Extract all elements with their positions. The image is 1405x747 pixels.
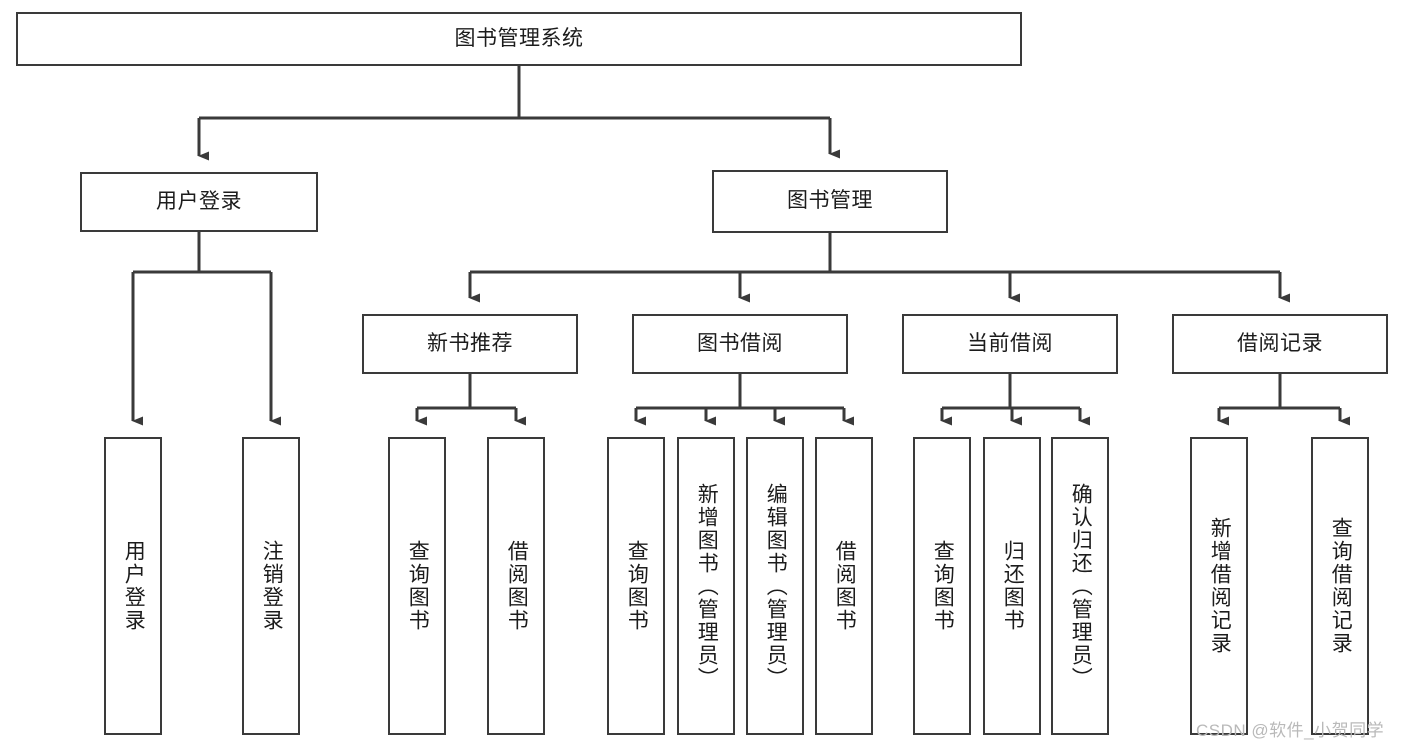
leaf-query-book-1[interactable]: 查询图书 xyxy=(388,437,446,735)
node-borrow-record[interactable]: 借阅记录 xyxy=(1172,314,1388,374)
leaf-return-book[interactable]: 归还图书 xyxy=(983,437,1041,735)
node-current-borrow[interactable]: 当前借阅 xyxy=(902,314,1118,374)
leaf-user-logout[interactable]: 注销登录 xyxy=(242,437,300,735)
leaf-user-login-label: 用户登录 xyxy=(122,540,146,632)
leaf-user-login[interactable]: 用户登录 xyxy=(104,437,162,735)
leaf-query-book-2-label: 查询图书 xyxy=(625,540,649,632)
leaf-user-logout-label: 注销登录 xyxy=(260,540,284,632)
leaf-add-book-label: 新增图书（管理员） xyxy=(695,482,719,690)
node-book-manage[interactable]: 图书管理 xyxy=(712,170,948,233)
leaf-confirm-return[interactable]: 确认归还（管理员） xyxy=(1051,437,1109,735)
leaf-query-book-1-label: 查询图书 xyxy=(406,540,430,632)
leaf-edit-book[interactable]: 编辑图书（管理员） xyxy=(746,437,804,735)
node-current-borrow-label: 当前借阅 xyxy=(967,331,1053,355)
leaf-borrow-book-2-label: 借阅图书 xyxy=(833,540,857,632)
leaf-add-record[interactable]: 新增借阅记录 xyxy=(1190,437,1248,735)
node-book-borrow[interactable]: 图书借阅 xyxy=(632,314,848,374)
leaf-borrow-book-1-label: 借阅图书 xyxy=(505,540,529,632)
leaf-query-book-3[interactable]: 查询图书 xyxy=(913,437,971,735)
node-user-login-label: 用户登录 xyxy=(156,189,242,213)
leaf-query-book-2[interactable]: 查询图书 xyxy=(607,437,665,735)
node-user-login[interactable]: 用户登录 xyxy=(80,172,318,232)
node-book-borrow-label: 图书借阅 xyxy=(697,331,783,355)
leaf-confirm-return-label: 确认归还（管理员） xyxy=(1069,482,1093,690)
node-new-book-recommend[interactable]: 新书推荐 xyxy=(362,314,578,374)
node-borrow-record-label: 借阅记录 xyxy=(1237,331,1323,355)
leaf-edit-book-label: 编辑图书（管理员） xyxy=(764,482,788,690)
node-root[interactable]: 图书管理系统 xyxy=(16,12,1022,66)
leaf-add-record-label: 新增借阅记录 xyxy=(1208,517,1232,655)
node-book-manage-label: 图书管理 xyxy=(787,189,873,213)
leaf-query-book-3-label: 查询图书 xyxy=(931,540,955,632)
leaf-borrow-book-2[interactable]: 借阅图书 xyxy=(815,437,873,735)
leaf-query-record-label: 查询借阅记录 xyxy=(1329,517,1353,655)
leaf-return-book-label: 归还图书 xyxy=(1001,540,1025,632)
leaf-borrow-book-1[interactable]: 借阅图书 xyxy=(487,437,545,735)
csdn-watermark: CSDN @软件_小贺同学 xyxy=(1196,721,1385,740)
leaf-query-record[interactable]: 查询借阅记录 xyxy=(1311,437,1369,735)
node-root-label: 图书管理系统 xyxy=(454,26,584,50)
node-new-book-recommend-label: 新书推荐 xyxy=(427,331,513,355)
leaf-add-book[interactable]: 新增图书（管理员） xyxy=(677,437,735,735)
